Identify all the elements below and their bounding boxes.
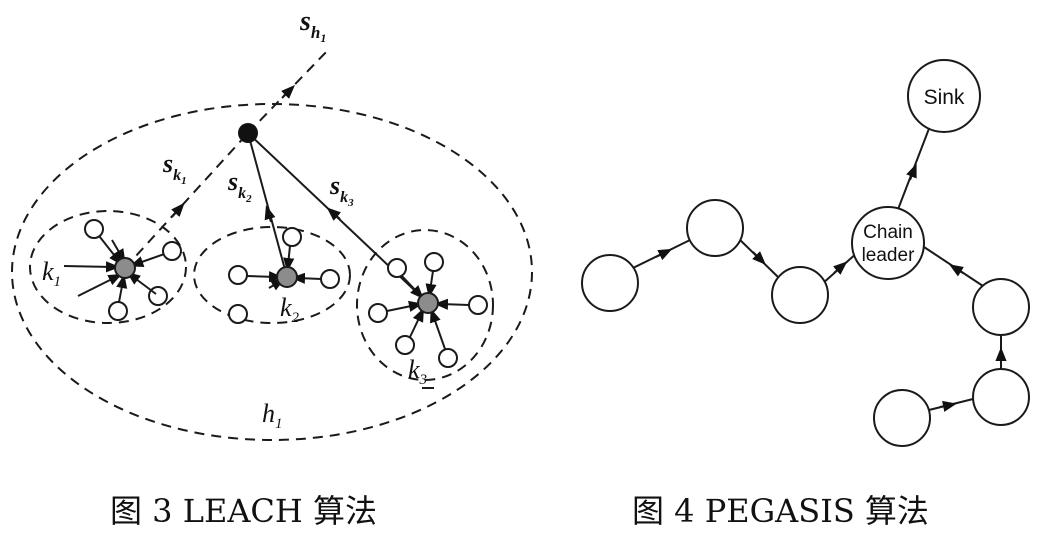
- chain-node-6: [972, 368, 1030, 426]
- label-s-h1: sh1: [299, 6, 326, 45]
- cluster-boundary-k3: [356, 229, 494, 381]
- chain-link-6: [924, 397, 978, 412]
- arrow-s-k2: [264, 205, 276, 223]
- leader-to-sink-link: [896, 125, 931, 213]
- cluster-head-k2: [276, 266, 298, 288]
- arrow-s-k3: [326, 207, 341, 221]
- cluster-head-k3: [417, 292, 439, 314]
- chain-node-7: [873, 389, 931, 447]
- arrow-s-h1: [281, 85, 295, 99]
- chain-node-2: [686, 199, 744, 257]
- sink-label: Sink: [924, 86, 965, 109]
- chain-leader-label-line2: leader: [862, 245, 915, 266]
- cluster-k3-members: [368, 252, 488, 368]
- label-s-k2: sk2: [227, 167, 252, 205]
- caption-figure-3: 图 3 LEACH 算法: [110, 492, 377, 530]
- route-s-k1: [124, 132, 249, 269]
- leach-diagram: sh1 sk1 sk2 sk3 k1 k2 k3 h1 图 3 LEACH 算法: [11, 6, 533, 530]
- chain-leader-label-line1: Chain: [863, 222, 913, 243]
- cluster-k1-members: [63, 219, 182, 321]
- chain-node-3: [771, 266, 829, 324]
- pegasis-diagram: Sink Chain leader 图 4 PEGASIS 算法: [581, 59, 1030, 530]
- cluster-k2-members: [228, 227, 340, 324]
- route-s-k2: [247, 132, 288, 278]
- chain-node-1: [581, 254, 639, 312]
- cluster-boundary-k1: [29, 210, 187, 324]
- label-k3: k3: [408, 355, 427, 388]
- chain-leader-node: [851, 206, 925, 280]
- cluster-boundary-h1: [11, 103, 533, 441]
- label-k2: k2: [280, 293, 300, 326]
- label-s-k3: sk3: [329, 171, 354, 209]
- top-level-head-node: [238, 123, 258, 143]
- chain-node-5: [972, 278, 1030, 336]
- chain-link-4: [923, 246, 987, 289]
- label-s-k1: sk1: [162, 149, 187, 187]
- sink-node: [907, 59, 981, 133]
- label-h1: h1: [262, 399, 283, 432]
- caption-figure-4: 图 4 PEGASIS 算法: [632, 492, 929, 530]
- cluster-head-k1: [114, 257, 136, 279]
- cluster-boundary-k2: [193, 226, 351, 324]
- arrow-s-k1: [171, 202, 185, 218]
- label-k1: k1: [42, 257, 61, 290]
